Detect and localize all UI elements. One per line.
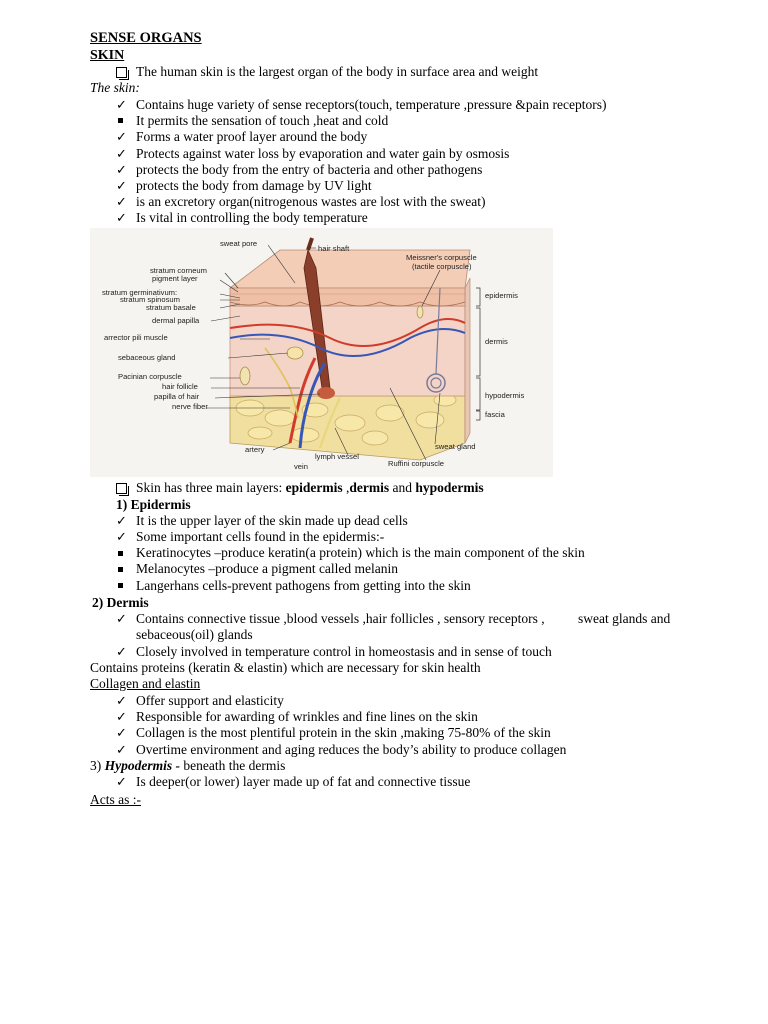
label-lymph-vessel: lymph vessel xyxy=(315,452,359,461)
dermis-heading: 2) Dermis xyxy=(92,595,149,610)
acts-as-heading: Acts as :- xyxy=(90,792,141,807)
layer-hypodermis: hypodermis xyxy=(415,480,484,495)
dermis-point: Contains connective tissue ,blood vessel… xyxy=(136,611,545,626)
label-epidermis: epidermis xyxy=(485,291,518,300)
epidermis-heading: 1) Epidermis xyxy=(116,497,191,512)
collagen-point: Overtime environment and aging reduces t… xyxy=(136,742,567,757)
dermis-point: Closely involved in temperature control … xyxy=(136,644,552,659)
hypodermis-desc: beneath the dermis xyxy=(183,758,286,773)
layer-epidermis: epidermis xyxy=(285,480,343,495)
layer-dermis: dermis xyxy=(349,480,390,495)
dermis-point-wrap: sebaceous(oil) glands xyxy=(136,627,253,642)
hypodermis-heading-line: 3) Hypodermis - beneath the dermis xyxy=(90,758,285,774)
square-bullet-icon xyxy=(118,583,123,588)
hypodermis-number: 3) xyxy=(90,758,105,773)
check-icon: ✓ xyxy=(116,709,127,724)
dermis-proteins: Contains proteins (keratin & elastin) wh… xyxy=(90,660,481,675)
check-icon: ✓ xyxy=(116,513,127,528)
label-stratum-spinosum: stratum spinosum xyxy=(120,295,180,304)
check-icon: ✓ xyxy=(116,742,127,757)
skin-point: Forms a water proof layer around the bod… xyxy=(136,129,368,144)
skin-point: Is vital in controlling the body tempera… xyxy=(136,210,368,225)
skin-point: It permits the sensation of touch ,heat … xyxy=(136,113,389,128)
layers-prefix: Skin has three main layers: xyxy=(136,480,286,495)
skin-subheading: The skin: xyxy=(90,80,140,95)
label-stratum-corneum: stratum corneum xyxy=(150,266,207,275)
collagen-point: Offer support and elasticity xyxy=(136,693,284,708)
label-stratum-germinativum: stratum germinativum: xyxy=(102,288,177,297)
check-icon: ✓ xyxy=(116,129,127,144)
label-artery: artery xyxy=(245,445,265,454)
label-tactile: (tactile corpuscle) xyxy=(412,262,472,271)
collagen-heading: Collagen and elastin xyxy=(90,676,201,691)
hypodermis-heading: Hypodermis - xyxy=(104,758,184,773)
check-icon: ✓ xyxy=(116,644,127,659)
epidermis-cell: Keratinocytes –produce keratin(a protein… xyxy=(136,545,585,560)
box-bullet-icon xyxy=(116,483,129,496)
label-pigment-layer: pigment layer xyxy=(152,274,198,283)
label-sweat-pore: sweat pore xyxy=(220,239,257,248)
label-hypodermis: hypodermis xyxy=(485,391,524,400)
check-icon: ✓ xyxy=(116,693,127,708)
check-icon: ✓ xyxy=(116,725,127,740)
intro-text: The human skin is the largest organ of t… xyxy=(136,64,539,79)
label-fascia: fascia xyxy=(485,410,506,419)
layers-intro: Skin has three main layers: epidermis ,d… xyxy=(136,480,484,496)
epidermis-point: It is the upper layer of the skin made u… xyxy=(136,513,408,528)
hypodermis-point: Is deeper(or lower) layer made up of fat… xyxy=(136,774,471,789)
dermis-point-cont: sweat glands and xyxy=(578,611,671,626)
page-title: SENSE ORGANS xyxy=(90,30,202,46)
skin-point: protects the body from damage by UV ligh… xyxy=(136,178,372,193)
label-hair-follicle: hair follicle xyxy=(162,382,198,391)
label-vein: vein xyxy=(294,462,308,471)
square-bullet-icon xyxy=(118,551,123,556)
skin-point: Contains huge variety of sense receptors… xyxy=(136,97,607,112)
check-icon: ✓ xyxy=(116,774,127,789)
skin-point: Protects against water loss by evaporati… xyxy=(136,146,510,161)
label-pacinian: Pacinian corpuscle xyxy=(118,372,182,381)
epidermis-cell: Langerhans cells-prevent pathogens from … xyxy=(136,578,471,593)
check-icon: ✓ xyxy=(116,529,127,544)
collagen-point: Responsible for awarding of wrinkles and… xyxy=(136,709,478,724)
label-arrector: arrector pili muscle xyxy=(104,333,168,342)
label-hair-shaft: hair shaft xyxy=(318,244,350,253)
label-sebaceous: sebaceous gland xyxy=(118,353,175,362)
check-icon: ✓ xyxy=(116,194,127,209)
epidermis-point: Some important cells found in the epider… xyxy=(136,529,385,544)
box-bullet-icon xyxy=(116,67,129,80)
square-bullet-icon xyxy=(118,118,123,123)
label-sweat-gland: sweat gland xyxy=(435,442,476,451)
check-icon: ✓ xyxy=(116,611,127,626)
label-papilla-hair: papilla of hair xyxy=(154,392,200,401)
label-nerve-fiber: nerve fiber xyxy=(172,402,208,411)
section-heading: SKIN xyxy=(90,48,125,63)
check-icon: ✓ xyxy=(116,178,127,193)
layer-and: and xyxy=(389,480,416,495)
epidermis-cell: Melanocytes –produce a pigment called me… xyxy=(136,561,399,576)
check-icon: ✓ xyxy=(116,210,127,225)
label-dermal-papilla: dermal papilla xyxy=(152,316,200,325)
label-meissner: Meissner's corpuscle xyxy=(406,253,477,262)
layer-separator: , xyxy=(342,480,350,495)
label-stratum-basale: stratum basale xyxy=(146,303,196,312)
collagen-point: Collagen is the most plentiful protein i… xyxy=(136,725,551,740)
skin-cross-section-diagram: sweat pore hair shaft Meissner's corpusc… xyxy=(90,228,553,477)
skin-point: is an excretory organ(nitrogenous wastes… xyxy=(136,194,486,209)
check-icon: ✓ xyxy=(116,162,127,177)
label-ruffini: Ruffini corpuscle xyxy=(388,459,444,468)
check-icon: ✓ xyxy=(116,97,127,112)
skin-point: protects the body from the entry of bact… xyxy=(136,162,483,177)
label-dermis: dermis xyxy=(485,337,508,346)
check-icon: ✓ xyxy=(116,146,127,161)
square-bullet-icon xyxy=(118,567,123,572)
